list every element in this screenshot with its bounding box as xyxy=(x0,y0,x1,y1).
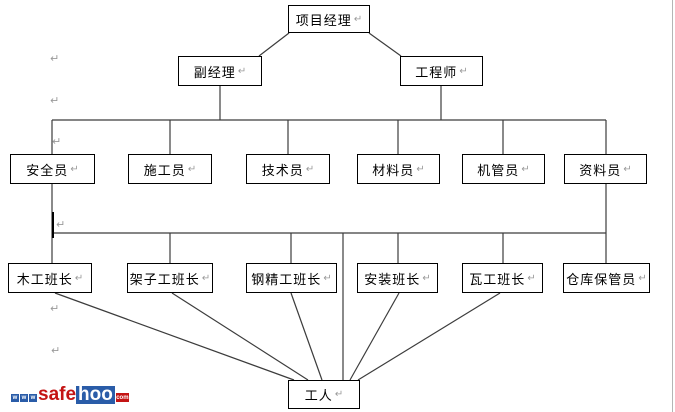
org-node-engineer[interactable]: 工程师↵ xyxy=(400,56,483,86)
org-node-label: 技术员 xyxy=(261,162,304,178)
org-node-installation-foreman[interactable]: 安装班长↵ xyxy=(357,263,438,293)
org-node-warehouse-keeper[interactable]: 仓库保管员↵ xyxy=(563,263,650,293)
paragraph-mark-icon: ↵ xyxy=(323,272,332,284)
org-node-scaffolding-foreman[interactable]: 架子工班长↵ xyxy=(127,263,213,293)
paragraph-mark-icon: ↵ xyxy=(521,163,530,175)
org-node-label: 仓库保管员 xyxy=(566,271,637,287)
org-node-material-officer[interactable]: 材料员↵ xyxy=(357,154,440,184)
watermark-w-tile: w xyxy=(29,394,37,402)
paragraph-mark-icon: ↵ xyxy=(305,163,315,175)
org-node-label: 项目经理 xyxy=(295,12,352,28)
connector-line xyxy=(290,292,323,381)
org-node-label: 安装班长 xyxy=(364,271,421,287)
paragraph-mark-icon: ↵ xyxy=(416,163,425,175)
org-node-label: 工程师 xyxy=(415,64,458,80)
watermark-w-tile: w xyxy=(11,394,19,402)
org-node-document-officer[interactable]: 资料员↵ xyxy=(564,154,647,184)
org-node-label: 瓦工班长 xyxy=(469,271,526,287)
paragraph-mark-icon: ↵ xyxy=(52,136,62,148)
paragraph-mark-icon: ↵ xyxy=(237,65,247,77)
org-node-label: 钢精工班长 xyxy=(251,271,322,287)
org-node-deputy-manager[interactable]: 副经理↵ xyxy=(178,56,262,86)
connector-line xyxy=(357,292,501,381)
connector-line xyxy=(171,292,309,381)
paragraph-mark-icon: ↵ xyxy=(50,95,60,107)
paragraph-mark-icon: ↵ xyxy=(56,219,66,231)
org-node-label: 资料员 xyxy=(579,162,622,178)
org-node-label: 机管员 xyxy=(477,162,520,178)
paragraph-mark-icon: ↵ xyxy=(50,303,60,315)
watermark-w-tile: w xyxy=(20,394,28,402)
watermark-com-text: com xyxy=(115,393,129,402)
paragraph-mark-icon: ↵ xyxy=(422,272,431,284)
paragraph-mark-icon: ↵ xyxy=(70,163,79,175)
org-node-workers[interactable]: 工人↵ xyxy=(288,380,360,409)
org-node-label: 工人 xyxy=(304,388,333,403)
paragraph-mark-icon: ↵ xyxy=(527,272,536,284)
page-right-edge xyxy=(672,0,673,412)
paragraph-mark-icon: ↵ xyxy=(74,272,84,284)
org-node-rebar-foreman[interactable]: 钢精工班长↵ xyxy=(246,263,337,293)
org-node-carpentry-foreman[interactable]: 木工班长↵ xyxy=(8,263,92,293)
org-node-technician[interactable]: 技术员↵ xyxy=(246,154,330,184)
paragraph-mark-icon: ↵ xyxy=(353,13,363,25)
text-cursor xyxy=(52,212,54,238)
org-node-label: 安全员 xyxy=(26,162,69,178)
watermark-hoo-text: hoo xyxy=(76,384,115,405)
org-node-label: 副经理 xyxy=(193,64,236,80)
paragraph-mark-icon: ↵ xyxy=(459,65,468,77)
connector-line xyxy=(258,32,290,57)
paragraph-mark-icon: ↵ xyxy=(201,272,211,284)
org-node-label: 架子工班长 xyxy=(129,271,200,287)
org-node-label: 木工班长 xyxy=(16,271,73,287)
paragraph-mark-icon: ↵ xyxy=(623,163,632,175)
org-node-label: 施工员 xyxy=(143,162,186,178)
paragraph-mark-icon: ↵ xyxy=(51,345,61,357)
org-node-safety-officer[interactable]: 安全员↵ xyxy=(10,154,95,184)
org-node-machinery-officer[interactable]: 机管员↵ xyxy=(462,154,545,184)
org-node-project-manager[interactable]: 项目经理↵ xyxy=(288,5,370,33)
org-node-label: 材料员 xyxy=(372,162,415,178)
org-node-construction-officer[interactable]: 施工员↵ xyxy=(128,154,212,184)
paragraph-mark-icon: ↵ xyxy=(50,53,60,65)
connector-line xyxy=(54,292,295,381)
connector-line xyxy=(349,292,400,381)
paragraph-mark-icon: ↵ xyxy=(334,389,344,400)
paragraph-mark-icon: ↵ xyxy=(187,163,197,175)
org-node-mason-foreman[interactable]: 瓦工班长↵ xyxy=(462,263,543,293)
watermark-safe-text: safe xyxy=(38,384,77,405)
connector-line xyxy=(368,32,402,57)
paragraph-mark-icon: ↵ xyxy=(638,272,647,284)
